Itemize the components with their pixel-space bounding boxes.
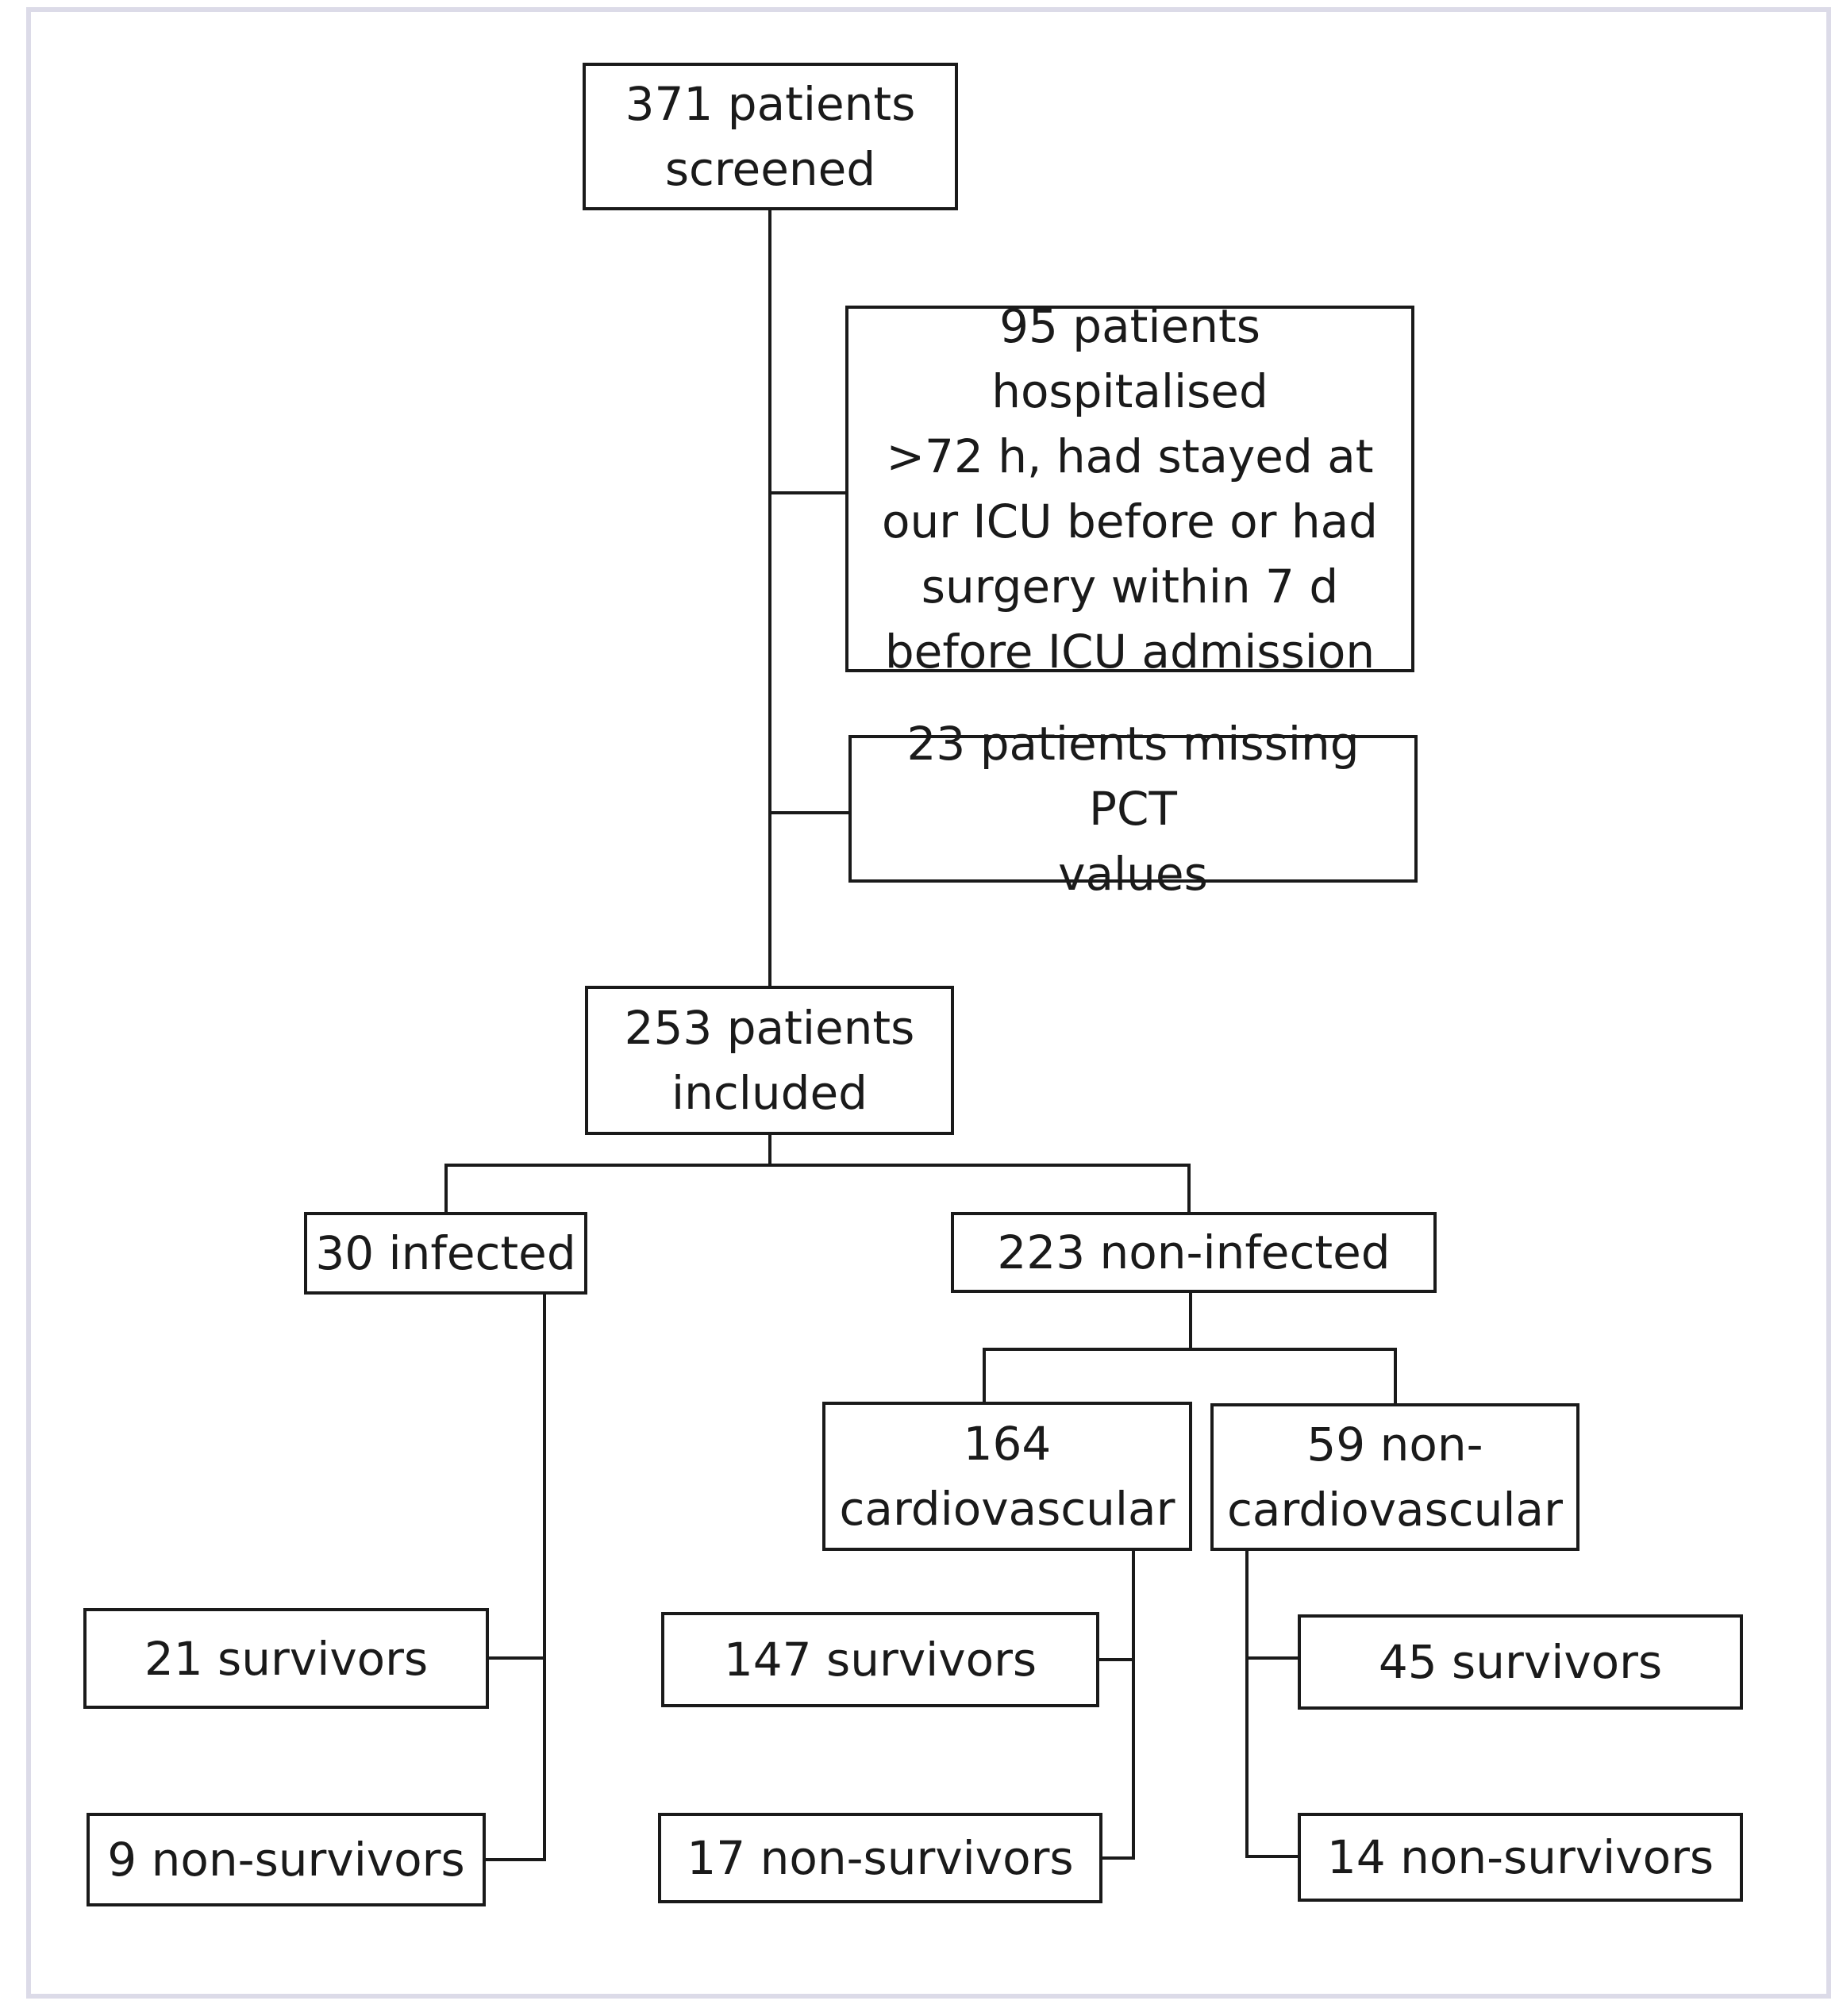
box-non-cardiovascular: 59 non- cardiovascular xyxy=(1210,1403,1579,1551)
box-screened: 371 patients screened xyxy=(583,63,958,210)
box-excluded-hospital-text: 95 patients hospitalised >72 h, had stay… xyxy=(881,299,1378,679)
box-included-text: 253 patients included xyxy=(624,1001,915,1120)
box-non-cardiovascular-text: 59 non- cardiovascular xyxy=(1227,1418,1563,1537)
box-included: 253 patients included xyxy=(585,986,954,1135)
box-non-infected: 223 non-infected xyxy=(951,1212,1437,1293)
box-cardio-survivors-text: 147 survivors xyxy=(723,1633,1037,1687)
box-cardio-non-survivors: 17 non-survivors xyxy=(658,1813,1102,1903)
box-excluded-pct-text: 23 patients missing PCT values xyxy=(906,717,1360,901)
box-infected: 30 infected xyxy=(304,1212,587,1295)
box-infected-non-survivors-text: 9 non-survivors xyxy=(107,1833,465,1887)
box-infected-text: 30 infected xyxy=(315,1226,576,1280)
box-noncardio-survivors-text: 45 survivors xyxy=(1378,1635,1663,1689)
box-noncardio-non-survivors: 14 non-survivors xyxy=(1298,1813,1743,1902)
box-infected-survivors: 21 survivors xyxy=(83,1608,489,1709)
box-cardio-non-survivors-text: 17 non-survivors xyxy=(687,1831,1074,1885)
box-non-infected-text: 223 non-infected xyxy=(997,1225,1391,1279)
box-cardio-survivors: 147 survivors xyxy=(661,1612,1099,1707)
box-excluded-hospital: 95 patients hospitalised >72 h, had stay… xyxy=(845,299,1414,679)
box-cardiovascular-text: 164 cardiovascular xyxy=(839,1417,1175,1536)
box-excluded-pct: 23 patients missing PCT values xyxy=(848,717,1418,901)
box-cardiovascular: 164 cardiovascular xyxy=(822,1402,1192,1551)
box-noncardio-non-survivors-text: 14 non-survivors xyxy=(1326,1830,1714,1884)
box-screened-text: 371 patients screened xyxy=(625,77,916,196)
box-infected-survivors-text: 21 survivors xyxy=(144,1631,429,1686)
box-noncardio-survivors: 45 survivors xyxy=(1298,1614,1743,1710)
box-infected-non-survivors: 9 non-survivors xyxy=(87,1813,486,1906)
